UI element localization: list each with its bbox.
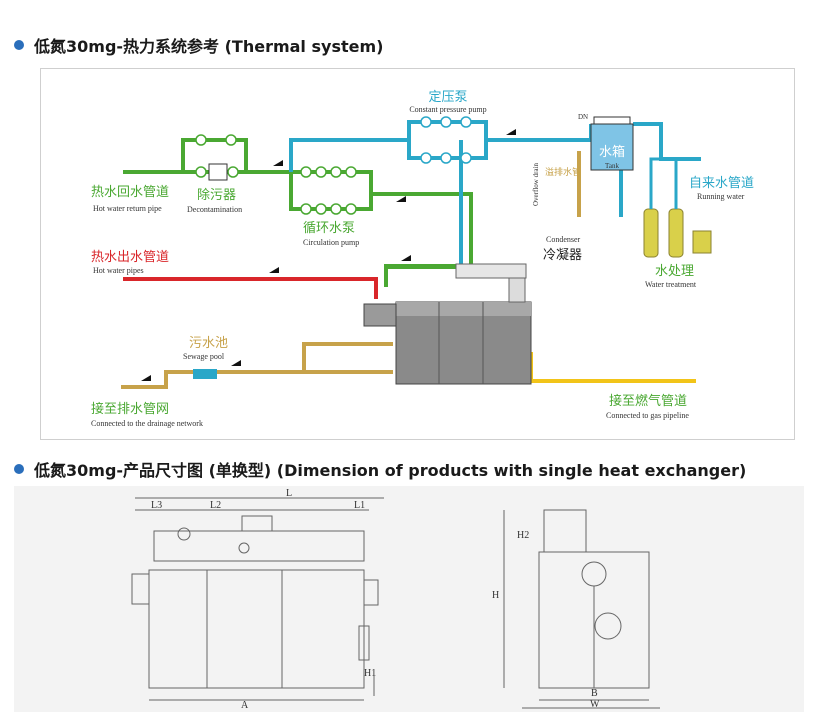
condenser-en: Condenser <box>546 235 581 244</box>
drainage-en: Connected to the drainage network <box>91 419 203 428</box>
side-view <box>503 509 660 709</box>
hot-water-pipe-red <box>123 277 378 299</box>
running-water-en: Running water <box>697 192 745 201</box>
dim-L2: L2 <box>210 500 221 511</box>
dim-A: A <box>241 700 249 711</box>
overflow-cn: 溢排水管 <box>545 166 581 178</box>
pump-icons <box>420 116 472 164</box>
side-labels: H H2 B W <box>492 530 600 710</box>
running-water-cn: 自来水管道 <box>689 176 754 191</box>
tank-en: Tank <box>605 162 619 170</box>
gas-pipe-yellow <box>529 352 696 383</box>
gas-pipeline-en: Connected to gas pipeline <box>606 411 689 420</box>
circulation-pump-cn: 循环水泵 <box>303 221 355 236</box>
labels: 定压泵 Constant pressure pump 热水回水管道 Hot wa… <box>91 90 754 428</box>
tank-dn: DN <box>578 113 588 121</box>
section-title-thermal: 低氮30mg-热力系统参考 (Thermal system) <box>14 33 383 57</box>
dimension-drawing: L L3 L2 L1 H1 A H H2 B W <box>14 486 804 712</box>
thermal-diagram-svg: 水箱 Tank DN 定压泵 Constant pressure pump 热水… <box>91 90 754 428</box>
pressure-pump-cn: 定压泵 <box>428 90 467 105</box>
circ-pump-icons <box>195 134 357 215</box>
water-treatment-cn: 水处理 <box>655 264 694 279</box>
water-treatment-en: Water treatment <box>645 280 697 289</box>
section-title-dimension: 低氮30mg-产品尺寸图 (单换型) (Dimension of product… <box>14 457 746 481</box>
decontamination-cn: 除污器 <box>197 188 236 203</box>
tan-pipes <box>121 151 581 389</box>
dim-H: H <box>492 590 499 601</box>
dim-W: W <box>590 699 600 710</box>
pressure-pump-en: Constant pressure pump <box>409 105 486 114</box>
circulation-pump-en: Circulation pump <box>303 238 359 247</box>
dim-L1: L1 <box>354 500 365 511</box>
dim-B: B <box>591 688 598 699</box>
decontamination-en: Decontamination <box>187 205 242 214</box>
overflow-en: Overflow drain <box>532 163 540 206</box>
dim-L: L <box>286 488 292 499</box>
section-title-text: 低氮30mg-热力系统参考 (Thermal system) <box>34 37 384 56</box>
return-pipe-cn: 热水回水管道 <box>91 185 169 200</box>
hot-pipe-en: Hot water pipes <box>93 266 144 275</box>
front-view <box>131 497 384 701</box>
dim-L3: L3 <box>151 500 162 511</box>
dim-H1: H1 <box>364 668 376 679</box>
front-labels: L L3 L2 L1 H1 A <box>151 488 376 711</box>
gas-pipeline-cn: 接至燃气管道 <box>609 393 687 409</box>
tank-icon <box>590 123 634 171</box>
sewage-pool-en: Sewage pool <box>183 352 225 361</box>
drainage-cn: 接至排水管网 <box>91 401 169 417</box>
water-treatment-icon <box>643 208 712 258</box>
sewage-pool-cn: 污水池 <box>189 336 228 351</box>
dim-H2: H2 <box>517 530 529 541</box>
tank-label: 水箱 <box>599 144 625 160</box>
return-pipe-en: Hot water return pipe <box>93 204 162 213</box>
bullet-icon <box>14 464 24 474</box>
thermal-system-diagram: 水箱 Tank DN 定压泵 Constant pressure pump 热水… <box>40 68 795 440</box>
bullet-icon <box>14 40 24 50</box>
section-title-text: 低氮30mg-产品尺寸图 (单换型) (Dimension of product… <box>34 461 747 480</box>
hot-pipe-cn: 热水出水管道 <box>91 250 169 265</box>
condenser-cn: 冷凝器 <box>543 247 582 263</box>
decontamination-icon <box>208 163 228 181</box>
boiler-icon <box>363 263 532 385</box>
dimension-svg: L L3 L2 L1 H1 A H H2 B W <box>131 488 660 711</box>
flow-arrows <box>141 129 516 381</box>
sewage-pool-icon <box>193 369 217 379</box>
